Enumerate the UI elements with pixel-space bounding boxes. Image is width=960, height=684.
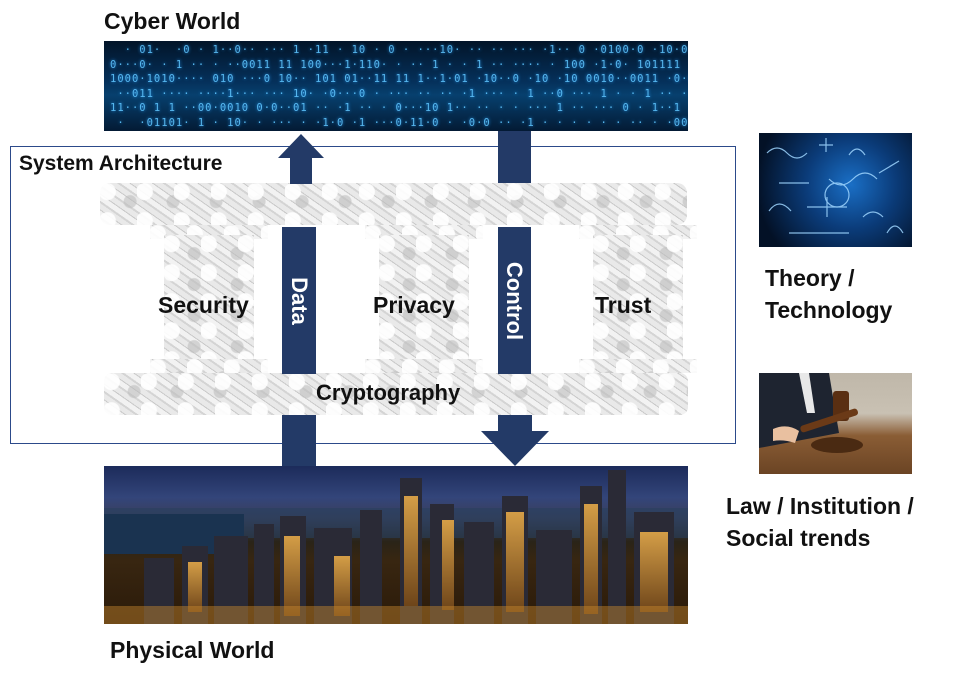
pillar-privacy [365, 225, 483, 373]
pillar-label-trust: Trust [595, 292, 652, 318]
data-label-wrap: Data [282, 227, 316, 374]
data-arrow-head [278, 134, 324, 184]
system-architecture-title: System Architecture [17, 152, 225, 176]
control-arrow-head [481, 415, 549, 466]
pillar-trust [579, 225, 697, 373]
gavel-scene [759, 373, 863, 453]
data-flow-label: Data [287, 276, 312, 325]
pillar-security [150, 225, 268, 373]
cyber-world-image: · 01· ·0 · 1··0·· ··· 1 ·11 · 10 · 0 · ·… [104, 41, 688, 131]
theory-line-2: Technology [765, 297, 893, 323]
cryptography-beam [104, 373, 688, 415]
cyber-world-title: Cyber World [104, 8, 241, 34]
formula-texture [766, 138, 904, 234]
theory-line-1: Theory / [765, 265, 855, 291]
control-flow-label: Control [502, 261, 528, 340]
law-line-1: Law / Institution / [726, 493, 914, 519]
control-label-wrap: Control [498, 227, 531, 374]
control-arrow-shaft [498, 227, 531, 374]
gavel-image [759, 373, 912, 474]
city-skyline [104, 470, 688, 624]
physical-world-title: Physical World [110, 637, 275, 663]
law-institution-label: Law / Institution / Social trends [726, 490, 914, 554]
system-architecture-frame [10, 146, 736, 444]
math-formulas-image [759, 133, 912, 247]
law-line-2: Social trends [726, 525, 871, 551]
control-arrow-top-segment [498, 131, 531, 183]
pillar-label-privacy: Privacy [373, 292, 455, 318]
pillar-label-security: Security [158, 292, 249, 318]
physical-world-image [104, 466, 688, 624]
top-beam [100, 183, 687, 225]
theory-technology-label: Theory / Technology [765, 262, 892, 326]
data-arrow-tail [282, 415, 316, 466]
cryptography-label: Cryptography [316, 380, 461, 405]
data-arrow-shaft [282, 227, 316, 374]
